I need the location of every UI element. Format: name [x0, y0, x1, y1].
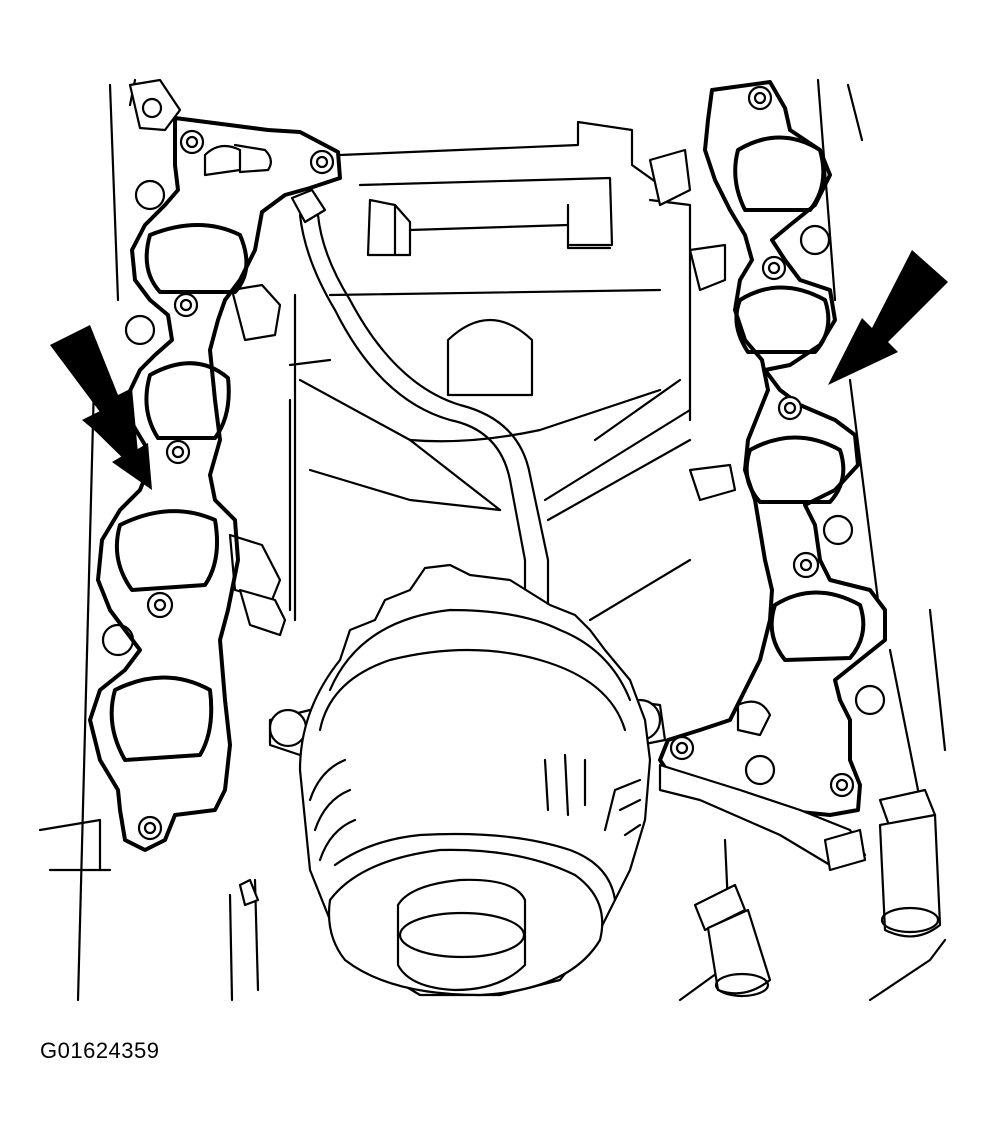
- water-pump-pulley: [327, 848, 604, 997]
- right-intake-gasket: [658, 80, 887, 817]
- dipstick-tube: [290, 188, 550, 607]
- left-front-bracket: [128, 78, 182, 132]
- right-rear-bracket: [658, 763, 867, 872]
- locator-arrow-right: [828, 250, 948, 385]
- figure-id-label: G01624359: [40, 1038, 160, 1063]
- right-lower-bolts: [693, 788, 942, 998]
- valley-structure: [288, 120, 692, 622]
- locator-arrow-left-lower: [82, 405, 152, 490]
- left-intake-gasket: [88, 116, 342, 852]
- left-block-bosses: [101, 179, 287, 907]
- right-block-bosses: [648, 148, 886, 716]
